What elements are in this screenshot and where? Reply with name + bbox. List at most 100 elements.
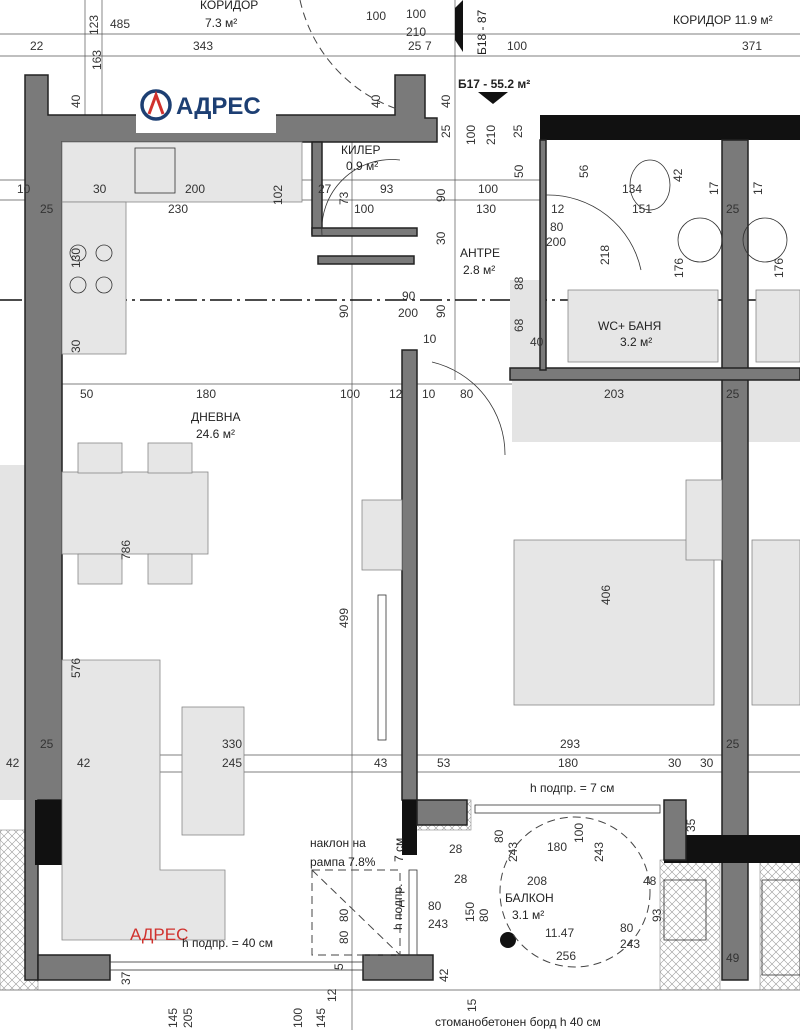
room-labels: КОРИДОР 7.3 м² КОРИДОР 11.9 м² Б17 - 55.… (191, 0, 773, 922)
room-area: 2.8 м² (463, 263, 495, 277)
dimension-label: 499 (337, 608, 351, 628)
dimension-label: 200 (398, 306, 418, 320)
room-name: АНТРЕ (460, 246, 500, 260)
dimension-label: 28 (449, 842, 463, 856)
dimension-label: 80 (428, 899, 442, 913)
dimension-label: 218 (598, 245, 612, 265)
dimension-label: 43 (374, 756, 388, 770)
dimension-label: 100 (572, 823, 586, 843)
dimension-label: 35 (684, 818, 698, 832)
ramp-note: рампа 7.8% (310, 855, 376, 869)
dimension-label: 15 (465, 998, 479, 1012)
dimension-label: 371 (742, 39, 762, 53)
dimension-label: 49 (726, 951, 740, 965)
room-area: 3.1 м² (512, 908, 544, 922)
dimension-label: 90 (434, 304, 448, 318)
dimension-label: 10 (17, 182, 31, 196)
dimension-label: 80 (477, 908, 491, 922)
dimension-label: 208 (527, 874, 547, 888)
dimension-label: 5 (332, 963, 346, 970)
dimension-label: 176 (772, 258, 786, 278)
dimension-label: 163 (90, 50, 104, 70)
dimension-label: 90 (402, 289, 416, 303)
room-name: WC+ БАНЯ (598, 319, 661, 333)
dimension-label: 243 (620, 937, 640, 951)
dimension-label: 145 (314, 1008, 328, 1028)
room-name: КИЛЕР (341, 143, 381, 157)
room-label: КОРИДОР 11.9 м² (673, 13, 773, 27)
dimension-label: 176 (672, 258, 686, 278)
dimension-label: 30 (93, 182, 107, 196)
dimension-label: 42 (671, 168, 685, 182)
dimension-label: 134 (622, 182, 642, 196)
unit-label: Б17 - 55.2 м² (458, 77, 530, 91)
dimension-label: 11.47 (545, 926, 574, 940)
dimension-label: 123 (87, 15, 101, 35)
dimension-label: 25 (726, 387, 740, 401)
dimension-label: 243 (506, 842, 520, 862)
dimension-label: 203 (604, 387, 624, 401)
dimension-label: 22 (30, 39, 44, 53)
dimension-label: 786 (119, 540, 133, 560)
unit-label: Б18 - 87 (475, 9, 489, 55)
dimension-label: 90 (434, 188, 448, 202)
dimension-label: 256 (556, 949, 576, 963)
threshold-note: 7 см (392, 838, 406, 862)
dimension-label: 150 (463, 902, 477, 922)
dimension-label: 100 (340, 387, 360, 401)
room-area: 0.9 м² (346, 159, 378, 173)
dimension-label: 10 (423, 332, 437, 346)
dimension-label: 130 (476, 202, 496, 216)
dimension-label: 68 (512, 318, 526, 332)
dimension-label: 25 (726, 202, 740, 216)
dimension-label: 205 (181, 1008, 195, 1028)
dimension-label: 25 (408, 39, 422, 53)
dimension-label: 12 (551, 202, 565, 216)
dimension-label: 17 (751, 181, 765, 195)
dimension-label: 210 (406, 25, 426, 39)
dimension-label: 42 (77, 756, 91, 770)
notes: h подпр. = 7 см наклон на рампа 7.8% 7 с… (182, 781, 614, 1029)
dimension-label: 25 (511, 124, 525, 138)
dimension-label: 53 (437, 756, 451, 770)
dimension-label: 145 (166, 1008, 180, 1028)
room-name: ДНЕВНА (191, 410, 240, 424)
dimension-label: 12 (389, 387, 403, 401)
dimension-label: 100 (354, 202, 374, 216)
dimension-label: 102 (271, 185, 285, 205)
dimension-label: 30 (668, 756, 682, 770)
dimension-label: 243 (592, 842, 606, 862)
dimension-label: 25 (439, 124, 453, 138)
dimension-label: 243 (428, 917, 448, 931)
dimension-label: 330 (222, 737, 242, 751)
room-name: КОРИДОР (200, 0, 258, 12)
dimension-label: 100 (478, 182, 498, 196)
room-name: БАЛКОН (505, 891, 554, 905)
threshold-note: h подпр. (391, 884, 405, 930)
ramp-note: наклон на (310, 836, 366, 850)
room-area: 3.2 м² (620, 335, 652, 349)
dimension-label: 25 (40, 202, 54, 216)
dimension-label: 40 (439, 94, 453, 108)
dimension-label: 230 (168, 202, 188, 216)
dimension-label: 100 (366, 9, 386, 23)
dimension-label: 100 (507, 39, 527, 53)
dimension-label: 293 (560, 737, 580, 751)
dimension-label: 180 (558, 756, 578, 770)
dimension-label: 25 (726, 737, 740, 751)
dimension-label: 100 (291, 1008, 305, 1028)
dimension-label: 343 (193, 39, 213, 53)
dimension-label: 37 (119, 971, 133, 985)
dimension-label: 485 (110, 17, 130, 31)
dimension-label: 28 (454, 872, 468, 886)
dimension-label: 406 (599, 585, 613, 605)
dimension-label: 27 (318, 182, 332, 196)
watermark: АДРЕС (130, 925, 188, 944)
doors (109, 0, 661, 971)
dimension-label: 80 (337, 908, 351, 922)
dimension-label: 25 (40, 737, 54, 751)
dimension-label: 80 (550, 220, 564, 234)
dimension-label: 40 (69, 94, 83, 108)
